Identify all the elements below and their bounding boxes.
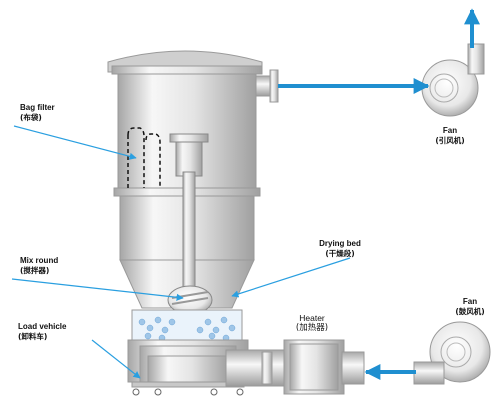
label-drying-bed: Drying bed (干燥段) bbox=[300, 239, 380, 259]
label-heater: Heater (加热器) bbox=[282, 313, 342, 333]
mix-round-en: Mix round bbox=[20, 256, 59, 265]
product-bed bbox=[131, 309, 243, 343]
bag-filter-en: Bag filter bbox=[20, 103, 55, 112]
label-bag-filter: Bag filter (布袋) bbox=[20, 103, 55, 123]
exhaust-fan-zh: (引风机) bbox=[435, 136, 465, 145]
leader-bag-filter bbox=[13, 125, 137, 160]
leader-lines bbox=[11, 125, 351, 379]
label-blower-fan: Fan (鼓风机) bbox=[446, 297, 494, 317]
heater-zh: (加热器) bbox=[295, 323, 329, 333]
heater-en: Heater bbox=[299, 313, 325, 323]
label-mix-round: Mix round (搅拌器) bbox=[20, 256, 58, 276]
bag-filter-zh: (布袋) bbox=[20, 113, 42, 122]
label-load-vehicle: Load vehicle (卸料车) bbox=[18, 322, 66, 342]
label-exhaust-fan: Fan (引风机) bbox=[426, 126, 474, 146]
exhaust-fan-en: Fan bbox=[442, 126, 458, 135]
blower-fan-zh: (鼓风机) bbox=[455, 307, 485, 316]
air-inlet-duct bbox=[225, 349, 289, 387]
blower-fan-en: Fan bbox=[462, 297, 478, 306]
mix-round-zh: (搅拌器) bbox=[20, 266, 50, 275]
blower-fan bbox=[413, 321, 491, 385]
drying-bed-zh: (干燥段) bbox=[325, 249, 355, 258]
leader-load-vehicle bbox=[91, 339, 141, 379]
leader-mix-round bbox=[11, 278, 184, 301]
drying-bed-en: Drying bed bbox=[319, 239, 361, 248]
load-vehicle-en: Load vehicle bbox=[18, 322, 67, 331]
heater-unit bbox=[283, 339, 365, 395]
leader-drying-bed bbox=[231, 257, 351, 298]
exhaust-fan bbox=[421, 43, 485, 117]
air-flow-arrows bbox=[278, 8, 480, 380]
filter-bags bbox=[127, 127, 161, 188]
exhaust-outlet-pipe bbox=[255, 69, 279, 103]
load-vehicle-zh: (卸料车) bbox=[18, 332, 48, 341]
